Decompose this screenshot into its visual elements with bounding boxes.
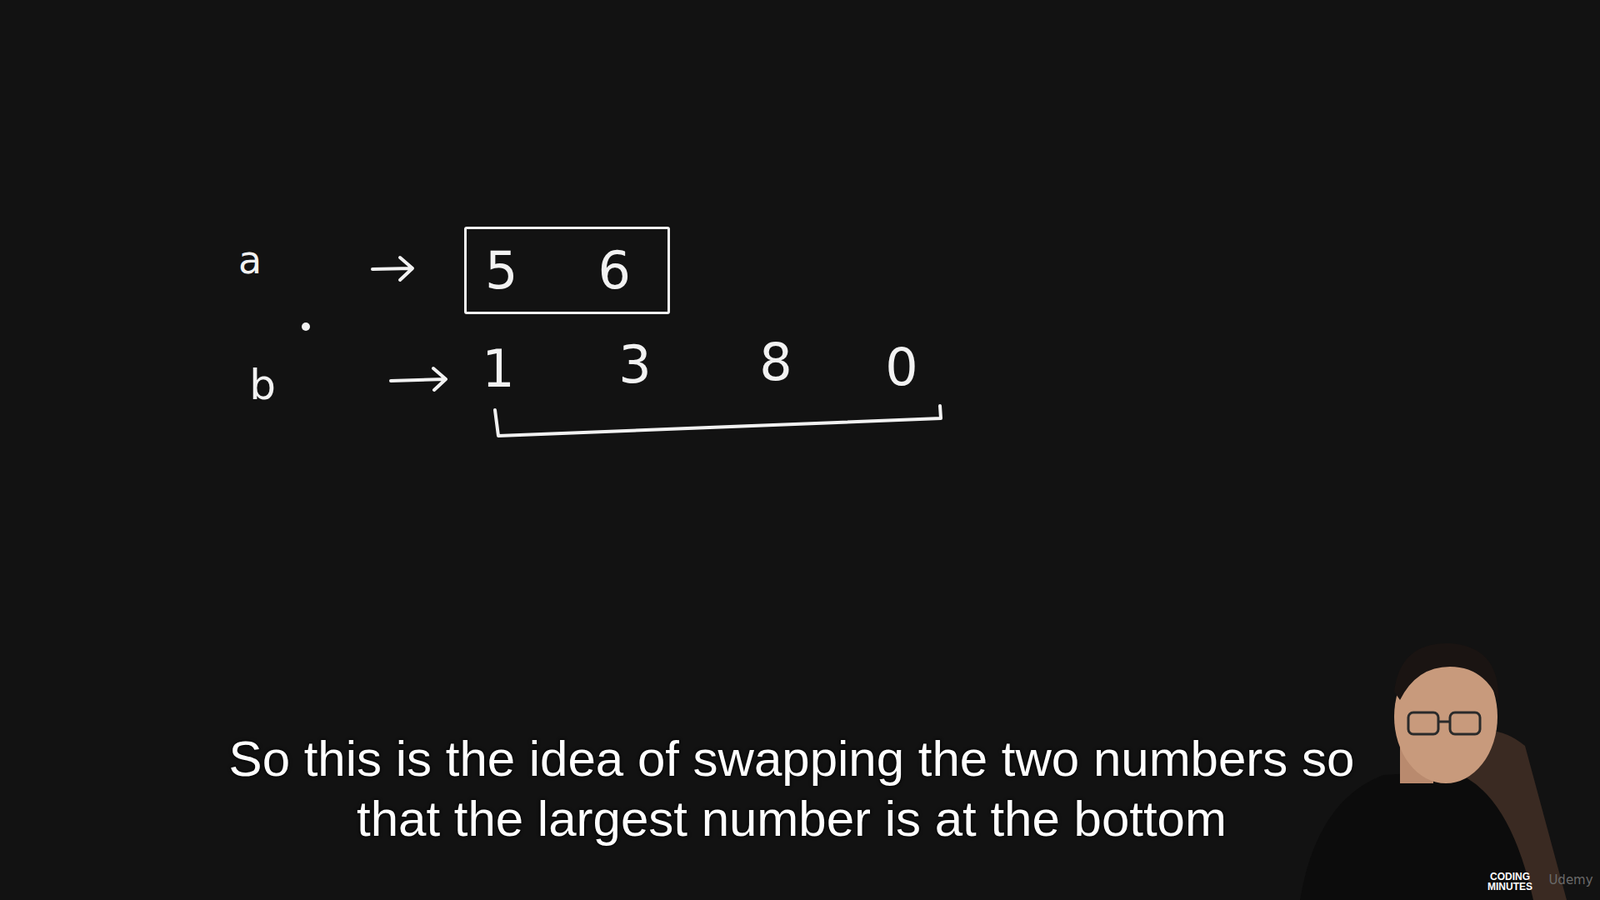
- arrow-b: [390, 368, 446, 390]
- box-number: 5: [485, 245, 518, 297]
- watermark: Udemy: [1548, 874, 1593, 887]
- arrow-a: [372, 257, 413, 280]
- channel-logo: CODING MINUTES: [1485, 871, 1535, 892]
- list-number: 3: [618, 339, 651, 391]
- list-number: 0: [885, 341, 918, 394]
- variable-name: a: [238, 240, 262, 280]
- list-number: 1: [481, 343, 515, 395]
- variable-name: b: [249, 364, 276, 406]
- box-number: 6: [597, 245, 630, 297]
- bracket: [495, 405, 941, 436]
- number-box: 56: [464, 226, 670, 315]
- dot: [301, 322, 310, 331]
- subtitle: So this is the idea of swapping the two …: [200, 729, 1384, 850]
- list-number: 8: [759, 336, 792, 389]
